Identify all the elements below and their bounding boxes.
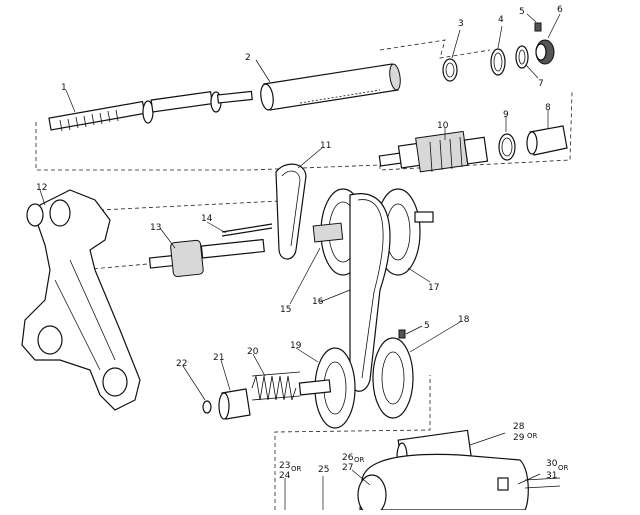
part-6-nut: [535, 39, 555, 65]
part-20-spring: [251, 371, 301, 401]
callout-29: 29: [513, 433, 525, 443]
part-12-frame: [21, 189, 141, 411]
part-13-collar: [148, 238, 265, 278]
part-7-ring: [515, 45, 529, 69]
callout-26: 26: [342, 453, 354, 463]
motor-assembly: [357, 429, 561, 515]
callout-11: 11: [320, 141, 331, 151]
callout-7: 7: [538, 79, 544, 89]
callout-6: 6: [557, 5, 563, 15]
callout-17: 17: [428, 283, 439, 293]
callout-30: 30: [546, 459, 558, 469]
callout-labels: 1 2 3 4 5 6 7 8 9 10 11 12 13 14 15 16 1…: [36, 5, 569, 481]
callout-10: 10: [437, 121, 449, 131]
or-label-26: OR: [354, 456, 365, 464]
callout-24: 24: [279, 471, 291, 481]
callout-18: 18: [458, 315, 470, 325]
or-label-30: OR: [558, 464, 569, 472]
callout-5b: 5: [424, 321, 430, 331]
part-1-shaft: [48, 90, 253, 132]
callout-20: 20: [247, 347, 259, 357]
callout-1: 1: [61, 83, 67, 93]
part-18-pulley: [372, 337, 414, 419]
callout-3: 3: [458, 19, 464, 29]
part-10-hub: [378, 130, 489, 173]
callout-31: 31: [546, 471, 557, 481]
callout-23: 23: [279, 461, 290, 471]
part-8-bushing: [526, 125, 568, 156]
part-16-belt: [349, 193, 391, 392]
callout-13: 13: [150, 223, 161, 233]
part-9-washer: [498, 133, 516, 161]
part-4-washer: [490, 48, 506, 76]
part-19-pulley: [298, 347, 356, 429]
callout-15: 15: [280, 305, 291, 315]
callout-22: 22: [176, 359, 187, 369]
callout-25: 25: [318, 465, 329, 475]
part-14-pin: [221, 223, 273, 237]
part-5b-set-screw: [398, 329, 406, 339]
part-3-ring: [442, 58, 458, 82]
callout-14: 14: [201, 214, 213, 224]
callout-27: 27: [342, 463, 353, 473]
callout-12: 12: [36, 183, 47, 193]
callout-19: 19: [290, 341, 302, 351]
part-21-bushing: [218, 388, 251, 420]
leader-lines: [39, 13, 561, 510]
callout-21: 21: [213, 353, 224, 363]
part-2-sleeve: [260, 63, 401, 111]
callout-5: 5: [519, 7, 525, 17]
callout-28: 28: [513, 422, 525, 432]
part-11-belt: [275, 163, 307, 260]
part-22-ring: [202, 400, 212, 414]
callout-4: 4: [498, 15, 504, 25]
callout-16: 16: [312, 297, 324, 307]
or-label-24: OR: [291, 465, 302, 473]
or-label-29: OR: [527, 432, 538, 440]
callout-9: 9: [503, 110, 509, 120]
part-5-set-screw: [534, 22, 542, 32]
callout-8: 8: [545, 103, 551, 113]
callout-2: 2: [245, 53, 251, 63]
